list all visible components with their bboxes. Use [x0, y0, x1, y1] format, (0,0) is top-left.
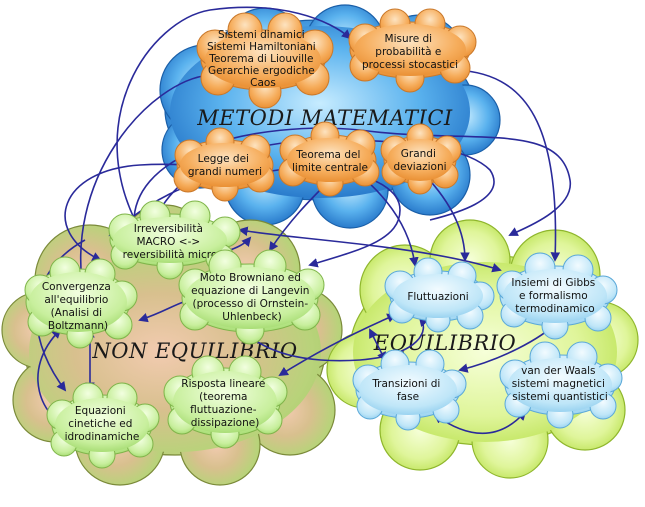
node-misure-probabilita-text: Misure di probabilità e processi stocast… [362, 33, 458, 71]
node-misure-probabilita: Misure di probabilità e processi stocast… [348, 8, 477, 93]
node-legge-grandi-numeri: Legge dei grandi numeri [173, 127, 275, 202]
node-transizioni-fase: Transizioni di fase [352, 349, 467, 431]
node-risposta-lineare: Risposta lineare (teorema fluttuazione- … [163, 355, 288, 449]
node-transizioni-fase-text: Transizioni di fase [371, 378, 443, 403]
node-insiemi-gibbs-text: Insiemi di Gibbs e formalismo termodinam… [511, 277, 598, 315]
node-grandi-deviazioni-text: Grandi deviazioni [393, 148, 446, 173]
node-moto-browniano: Moto Browniano ed equazione di Langevin … [178, 249, 325, 345]
node-risposta-lineare-text: Risposta lineare (teorema fluttuazione- … [181, 378, 268, 429]
node-van-der-waals: van der Waals sistemi magnetici sistemi … [499, 341, 623, 429]
node-insiemi-gibbs: Insiemi di Gibbs e formalismo termodinam… [496, 252, 618, 340]
node-limite-centrale: Teorema del limite centrale [278, 121, 380, 197]
node-grandi-deviazioni: Grandi deviazioni [380, 123, 462, 195]
node-limite-centrale-text: Teorema del limite centrale [292, 149, 368, 174]
node-sistemi-dinamici-text: Sistemi dinamici Sistemi Hamiltoniani Te… [207, 29, 319, 89]
node-fluttuazioni-text: Fluttuazioni [407, 291, 468, 303]
node-irreversibilita-text: Irreversibilità MACRO <-> reversibilità … [123, 223, 218, 261]
node-van-der-waals-text: van der Waals sistemi magnetici sistemi … [512, 365, 608, 403]
node-fluttuazioni: Fluttuazioni [384, 257, 495, 333]
node-legge-grandi-numeri-text: Legge dei grandi numeri [188, 153, 262, 178]
node-equazioni-cinetiche: Equazioni cinetiche ed idrodinamiche [46, 382, 160, 469]
region-label-noneq: NON EQUILIBRIO [91, 339, 297, 363]
node-sistemi-dinamici: Sistemi dinamici Sistemi Hamiltoniani Te… [196, 12, 334, 109]
node-convergenza: Convergenza all'equilibrio (Analisi di B… [24, 256, 138, 349]
node-convergenza-text: Convergenza all'equilibrio (Analisi di B… [42, 281, 114, 332]
node-moto-browniano-text: Moto Browniano ed equazione di Langevin … [191, 272, 313, 323]
node-equazioni-cinetiche-text: Equazioni cinetiche ed idrodinamiche [65, 405, 140, 443]
